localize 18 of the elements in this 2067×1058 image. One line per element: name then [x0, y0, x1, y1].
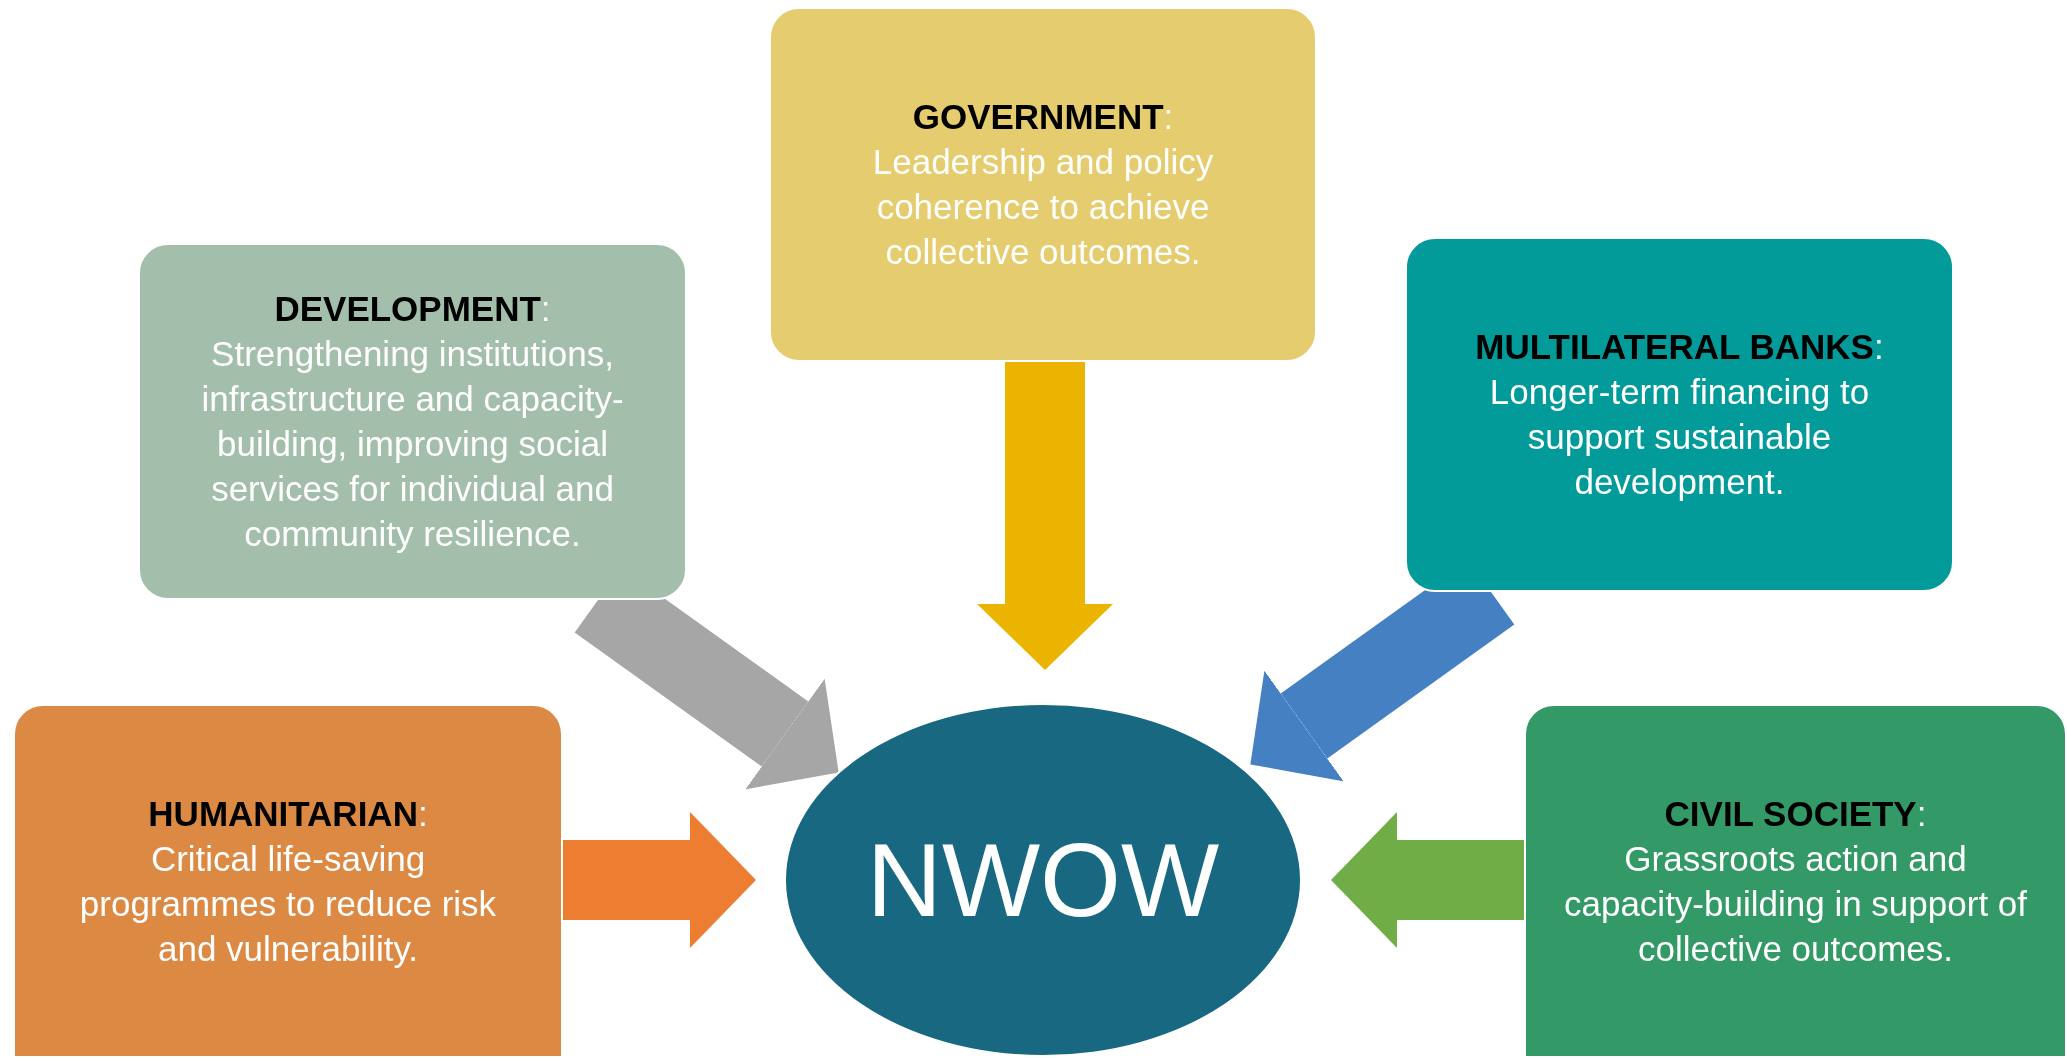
- box-description: Strengthening institutions, infrastructure and capacity-building, improving social services for individual and community resilience.: [200, 333, 625, 555]
- stakeholder-box: [1524, 704, 2067, 1058]
- stakeholder-box: [769, 7, 1317, 362]
- box-heading: MULTILATERAL BANKS:: [1475, 326, 1884, 368]
- box-description: Critical life-saving programmes to reduce risk and vulnerability.: [78, 837, 498, 970]
- stakeholder-box: [1405, 237, 1954, 592]
- stakeholder-box: [13, 704, 563, 1058]
- box-description: Grassroots action and capacity-building in support of collective outcomes.: [1562, 837, 2029, 970]
- block-arrow: [1331, 812, 1524, 948]
- box-heading: CIVIL SOCIETY:: [1664, 792, 1927, 835]
- block-arrow: [977, 362, 1113, 670]
- box-heading: DEVELOPMENT:: [274, 288, 551, 330]
- center-label: NWOW: [866, 828, 1220, 932]
- box-heading: GOVERNMENT:: [912, 96, 1174, 138]
- box-description: Leadership and policy coherence to achieve collective outcomes.: [871, 141, 1215, 273]
- box-heading: HUMANITARIAN:: [148, 792, 428, 835]
- stakeholder-box: [138, 243, 687, 600]
- box-description: Longer-term financing to support sustainable development.: [1488, 371, 1871, 503]
